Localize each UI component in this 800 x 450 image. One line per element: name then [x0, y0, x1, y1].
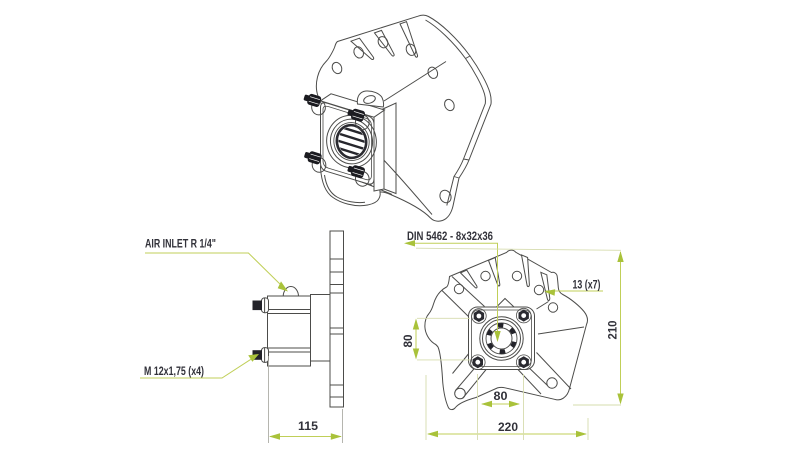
- svg-text:220: 220: [498, 422, 518, 434]
- svg-text:DIN 5462 - 8x32x36: DIN 5462 - 8x32x36: [407, 231, 493, 243]
- svg-text:M 12x1,75 (x4): M 12x1,75 (x4): [144, 366, 204, 378]
- svg-text:210: 210: [608, 321, 620, 340]
- svg-text:80: 80: [403, 335, 415, 348]
- svg-text:13 (x7): 13 (x7): [573, 280, 601, 292]
- svg-text:80: 80: [494, 391, 508, 403]
- svg-text:115: 115: [298, 421, 319, 433]
- svg-text:AIR INLET R 1/4": AIR INLET R 1/4": [145, 238, 216, 250]
